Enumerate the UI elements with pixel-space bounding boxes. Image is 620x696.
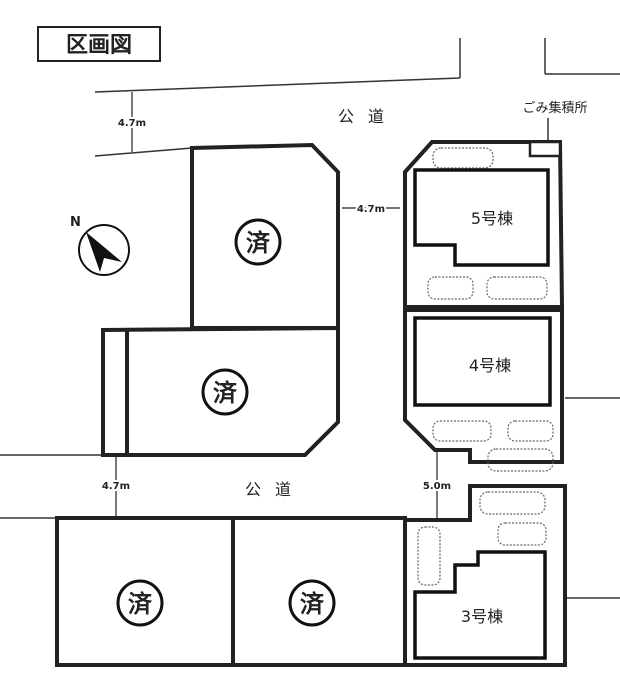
svg-text:済: 済	[128, 590, 153, 618]
svg-text:済: 済	[213, 379, 238, 407]
north-compass-icon	[78, 224, 130, 276]
building-3	[413, 550, 547, 660]
svg-text:済: 済	[246, 229, 271, 257]
dimension-middle-left: 4.7m	[102, 481, 130, 492]
garbage-label: ごみ集積所	[522, 100, 587, 116]
sold-mark: 済	[234, 218, 282, 266]
garbage-area	[528, 140, 562, 158]
parking-cars	[417, 147, 554, 586]
dimension-top-left: 4.7m	[118, 118, 146, 129]
building-5	[413, 168, 550, 267]
dimension-between-lots: 4.7m	[357, 204, 385, 215]
road-label-middle: 公道	[245, 480, 305, 499]
building-3-label: 3号棟	[461, 607, 503, 626]
dimension-middle-right: 5.0m	[423, 481, 451, 492]
building-5-label: 5号棟	[471, 209, 513, 228]
sold-mark: 済	[288, 579, 336, 627]
sold-mark: 済	[201, 368, 249, 416]
title-box	[37, 26, 161, 62]
dimension-arrows	[115, 92, 438, 518]
building-4	[413, 316, 552, 407]
road-label-top: 公道	[338, 107, 398, 126]
page-title: 区画図	[66, 33, 132, 58]
sold-mark: 済	[116, 579, 164, 627]
building-4-label: 4号棟	[469, 356, 511, 375]
svg-text:済: 済	[300, 590, 325, 618]
north-label: N	[70, 215, 81, 230]
